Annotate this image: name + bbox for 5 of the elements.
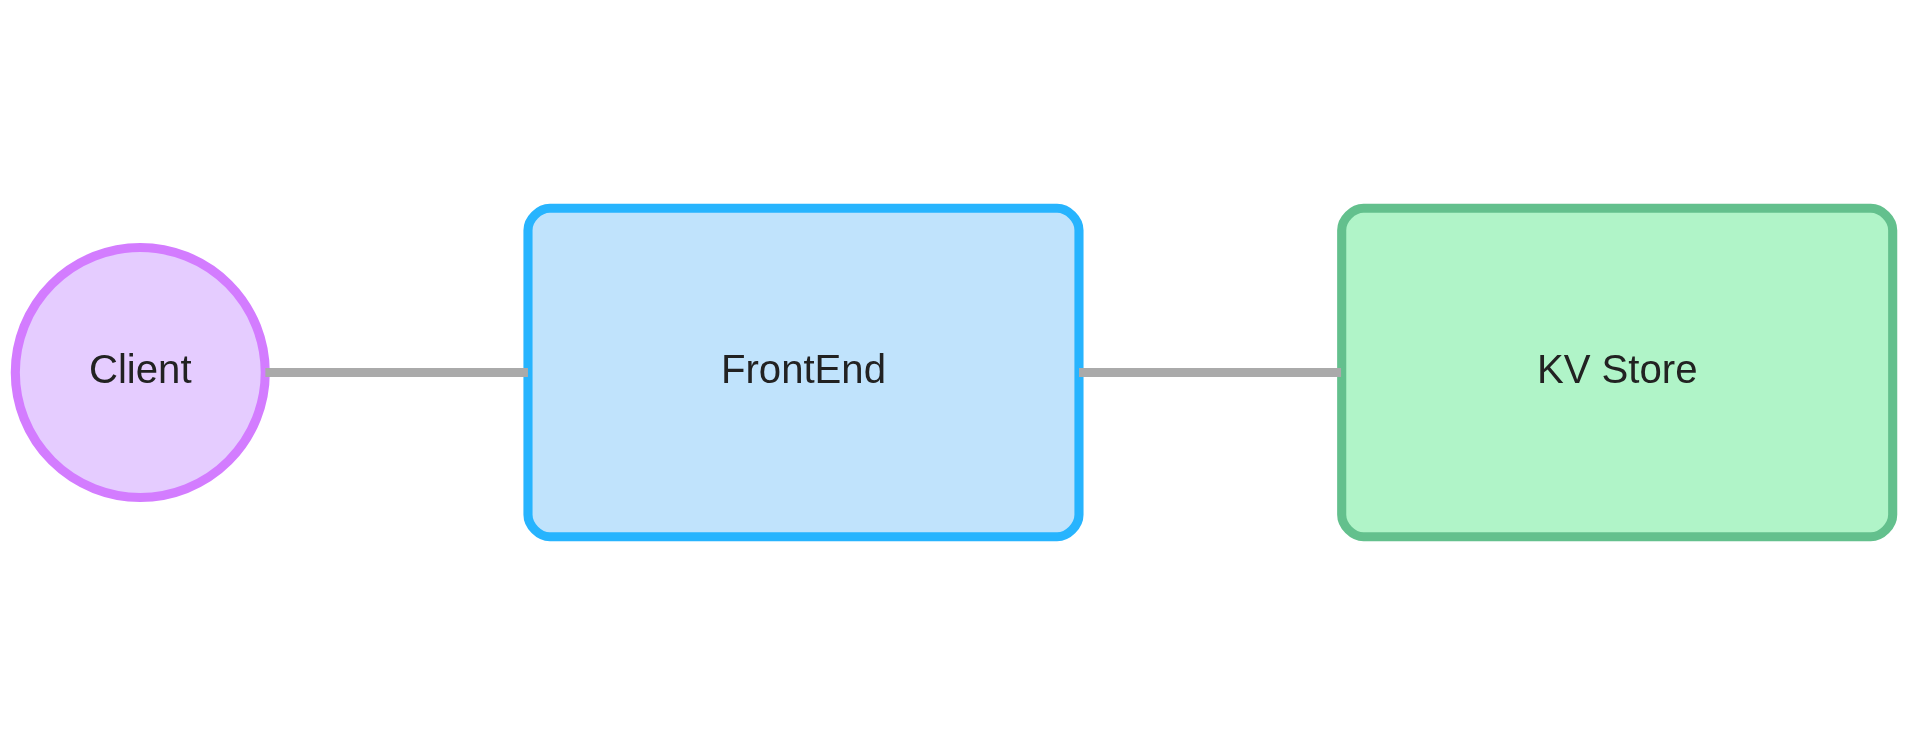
node-box: KV Store bbox=[1337, 203, 1898, 541]
node-box: FrontEnd bbox=[523, 203, 1084, 541]
connector bbox=[1079, 367, 1342, 377]
connector bbox=[265, 367, 528, 377]
node-circle: Client bbox=[10, 242, 270, 502]
